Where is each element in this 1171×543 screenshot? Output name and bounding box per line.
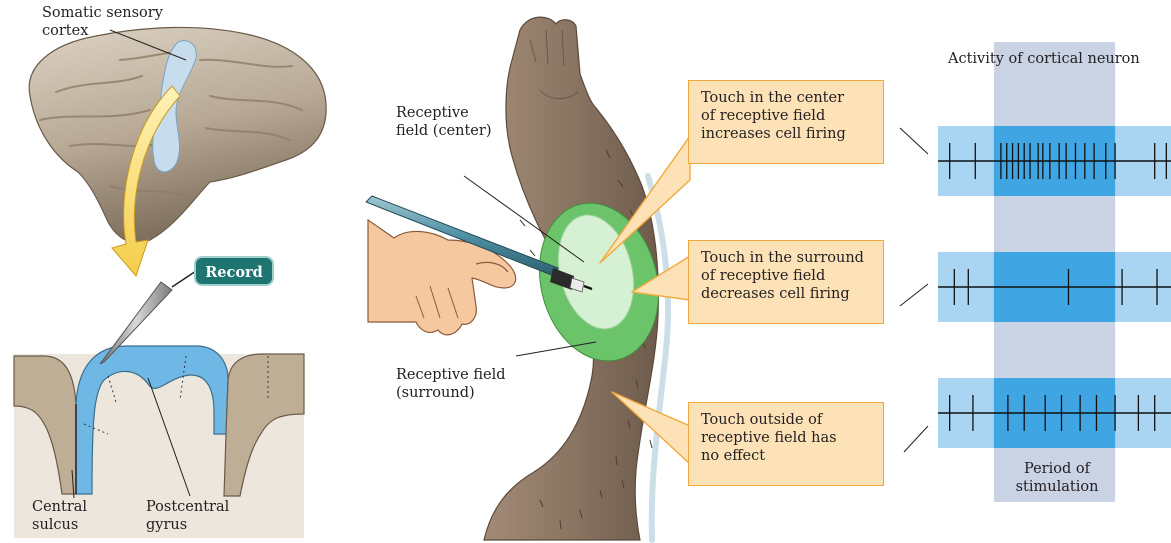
receptive-field-surround-label: Receptive field (surround) (396, 366, 506, 402)
somatic-label-line-2: cortex (42, 22, 163, 40)
somatic-label-line-1: Somatic sensory (42, 4, 163, 22)
callout-surround: Touch in the surround of receptive field… (688, 240, 884, 324)
connector-center (900, 128, 928, 154)
callout-center-line-1: Touch in the center (701, 89, 871, 107)
spike-trains (938, 42, 1171, 502)
callout-center-line-2: of receptive field (701, 107, 871, 125)
period-of-stimulation-label: Period of stimulation (994, 460, 1120, 496)
callout-center-line-3: increases cell firing (701, 125, 871, 143)
postcentral-line-2: gyrus (146, 516, 229, 534)
somatic-sensory-cortex-label: Somatic sensory cortex (42, 4, 163, 40)
surround-label-line-2: (surround) (396, 384, 506, 402)
connector-surround (900, 284, 928, 306)
record-badge: Record (194, 256, 274, 286)
central-sulcus-line-1: Central (32, 498, 87, 516)
surround-label-line-1: Receptive field (396, 366, 506, 384)
central-sulcus-label: Central sulcus (32, 498, 87, 534)
period-line-1: Period of (994, 460, 1120, 478)
receptive-field-center-label: Receptive field (center) (396, 104, 491, 140)
connector-outside (904, 426, 928, 452)
callout-surround-line-1: Touch in the surround (701, 249, 871, 267)
electrode-wire (172, 271, 196, 287)
callout-outside-line-3: no effect (701, 447, 871, 465)
callout-outside-line-2: receptive field has (701, 429, 871, 447)
central-sulcus-line-2: sulcus (32, 516, 87, 534)
postcentral-line-1: Postcentral (146, 498, 229, 516)
center-label-line-2: field (center) (396, 122, 491, 140)
center-label-line-1: Receptive (396, 104, 491, 122)
callout-surround-line-3: decreases cell firing (701, 285, 871, 303)
activity-title: Activity of cortical neuron (948, 50, 1140, 68)
callout-outside: Touch outside of receptive field has no … (688, 402, 884, 486)
brain-illustration (29, 27, 326, 243)
postcentral-gyrus-label: Postcentral gyrus (146, 498, 229, 534)
callout-surround-line-2: of receptive field (701, 267, 871, 285)
period-line-2: stimulation (994, 478, 1120, 496)
callout-outside-line-1: Touch outside of (701, 411, 871, 429)
callout-center: Touch in the center of receptive field i… (688, 80, 884, 164)
